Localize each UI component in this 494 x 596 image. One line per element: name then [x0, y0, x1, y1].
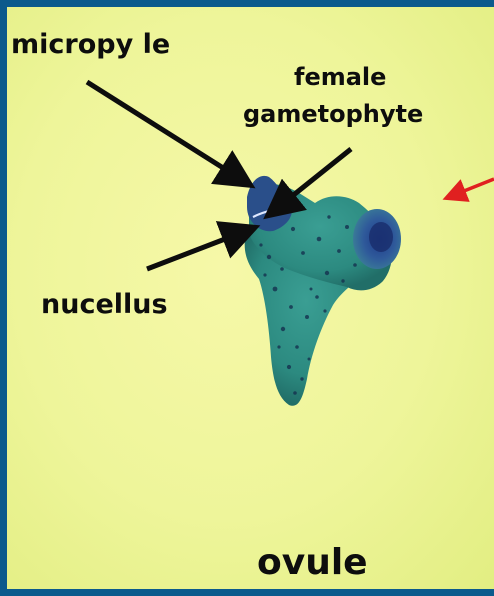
arrow-nucellus	[147, 229, 251, 269]
label-nucellus: nucellus	[41, 291, 168, 318]
label-gametophyte: gametophyte	[243, 102, 423, 126]
label-female: female	[294, 65, 386, 89]
red-arrow	[449, 179, 494, 197]
label-micropyle: micropy le	[11, 31, 170, 58]
head-core	[369, 222, 393, 252]
arrow-micropyle	[87, 82, 247, 183]
micrograph-panel: micropy le female gametophyte nucellus o…	[7, 7, 494, 589]
label-ovule: ovule	[257, 545, 368, 581]
